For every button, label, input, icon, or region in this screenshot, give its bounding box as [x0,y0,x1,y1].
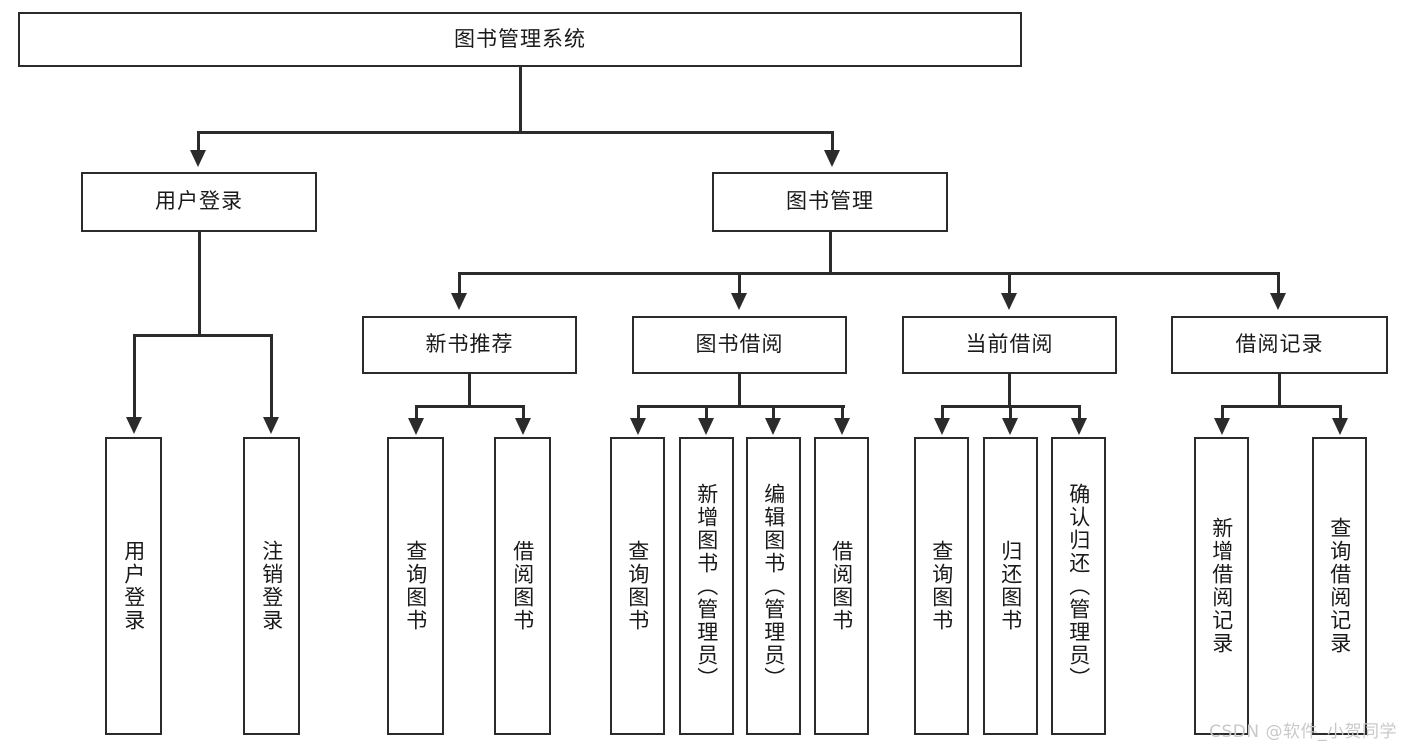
arrowhead-bb-borrow-book [834,418,850,435]
leaf-br-add-record[interactable]: 新增借阅记录 [1194,437,1249,735]
edge-book-management-stem [829,232,832,274]
leaf-nbr-query-book[interactable]: 查询图书 [387,437,444,735]
edge-new-book-recommend-bar [415,405,525,408]
node-label: 新增借阅记录 [1209,517,1234,655]
node-book-borrow[interactable]: 图书借阅 [632,316,847,374]
edge-borrow-record-stem [1278,374,1281,406]
arrowhead-bb-add-book [698,418,714,435]
arrowhead-user-login [190,150,206,167]
arrowhead-book-borrow [731,293,747,310]
arrowhead-leaf-user-login [126,417,142,434]
arrowhead-book-management [824,150,840,167]
node-label: 查询图书 [929,540,954,632]
node-label: 图书管理 [786,189,874,214]
arrowhead-bb-query-book [630,418,646,435]
node-root-book-management-system[interactable]: 图书管理系统 [18,12,1022,67]
edge-to-current-borrow [1008,272,1011,296]
leaf-cb-return-book[interactable]: 归还图书 [983,437,1038,735]
edge-level3-bar [458,272,1280,275]
leaf-bb-borrow-book[interactable]: 借阅图书 [814,437,869,735]
edge-bb-to-borrow [841,405,844,420]
arrowhead-nbr-borrow-book [515,418,531,435]
node-label: 当前借阅 [965,332,1054,357]
edge-borrow-record-bar [1221,405,1342,408]
arrowhead-cb-query-book [934,418,950,435]
node-label: 确认归还（管理员） [1066,482,1091,690]
node-label: 借阅记录 [1235,332,1324,357]
arrowhead-nbr-query-book [408,418,424,435]
arrowhead-cb-confirm-return [1071,418,1087,435]
edge-nbr-to-borrow [522,405,525,420]
arrowhead-cb-return-book [1002,418,1018,435]
leaf-br-query-record[interactable]: 查询借阅记录 [1312,437,1367,735]
edge-br-to-add [1221,405,1224,420]
edge-new-book-recommend-stem [468,374,471,406]
leaf-cb-query-book[interactable]: 查询图书 [914,437,969,735]
node-label: 用户登录 [121,540,146,632]
edge-user-login-to-login [133,334,136,420]
edge-user-login-to-logout [270,334,273,420]
node-label: 归还图书 [998,540,1023,632]
node-label: 用户登录 [155,189,243,214]
node-label: 借阅图书 [829,540,854,632]
edge-book-borrow-bar [637,405,845,408]
leaf-logout[interactable]: 注销登录 [243,437,300,735]
node-label: 注销登录 [259,540,284,632]
leaf-cb-confirm-return[interactable]: 确认归还（管理员） [1051,437,1106,735]
edge-to-book-borrow [738,272,741,296]
edge-to-borrow-record [1277,272,1280,296]
edge-nbr-to-query [415,405,418,420]
edge-to-new-book-recommend [458,272,461,296]
edge-root-stem [519,67,522,131]
edge-user-login-bar [133,334,273,337]
leaf-bb-query-book[interactable]: 查询图书 [610,437,665,735]
edge-root-bar [197,131,834,134]
node-label: 图书管理系统 [454,26,586,51]
edge-bb-to-query [637,405,640,420]
edge-cb-to-query [941,405,944,420]
leaf-nbr-borrow-book[interactable]: 借阅图书 [494,437,551,735]
edge-br-to-query [1339,405,1342,420]
edge-bb-to-edit [772,405,775,420]
arrowhead-new-book-recommend [451,293,467,310]
arrowhead-br-query-record [1332,418,1348,435]
edge-root-to-book-management [831,131,834,153]
arrowhead-br-add-record [1214,418,1230,435]
node-label: 图书借阅 [695,332,784,357]
node-label: 新书推荐 [425,332,514,357]
arrowhead-leaf-logout [263,417,279,434]
node-label: 借阅图书 [510,540,535,632]
node-label: 编辑图书（管理员） [761,482,786,690]
node-label: 查询图书 [625,540,650,632]
arrowhead-borrow-record [1270,293,1286,310]
edge-book-borrow-stem [738,374,741,406]
node-user-login[interactable]: 用户登录 [81,172,317,232]
node-borrow-record[interactable]: 借阅记录 [1171,316,1388,374]
arrowhead-bb-edit-book [765,418,781,435]
leaf-bb-edit-book[interactable]: 编辑图书（管理员） [746,437,801,735]
edge-root-to-user-login [197,131,200,153]
edge-bb-to-add [705,405,708,420]
edge-cb-to-return [1009,405,1012,420]
edge-current-borrow-stem [1008,374,1011,406]
edge-cb-to-confirm [1078,405,1081,420]
node-label: 查询借阅记录 [1327,517,1352,655]
node-current-borrow[interactable]: 当前借阅 [902,316,1117,374]
node-book-management[interactable]: 图书管理 [712,172,948,232]
node-label: 新增图书（管理员） [694,482,719,690]
node-label: 查询图书 [403,540,428,632]
leaf-bb-add-book[interactable]: 新增图书（管理员） [679,437,734,735]
leaf-user-login[interactable]: 用户登录 [105,437,162,735]
node-new-book-recommend[interactable]: 新书推荐 [362,316,577,374]
arrowhead-current-borrow [1001,293,1017,310]
edge-user-login-stem [198,232,201,335]
csdn-watermark: CSDN @软件_小贺同学 [1209,722,1397,742]
